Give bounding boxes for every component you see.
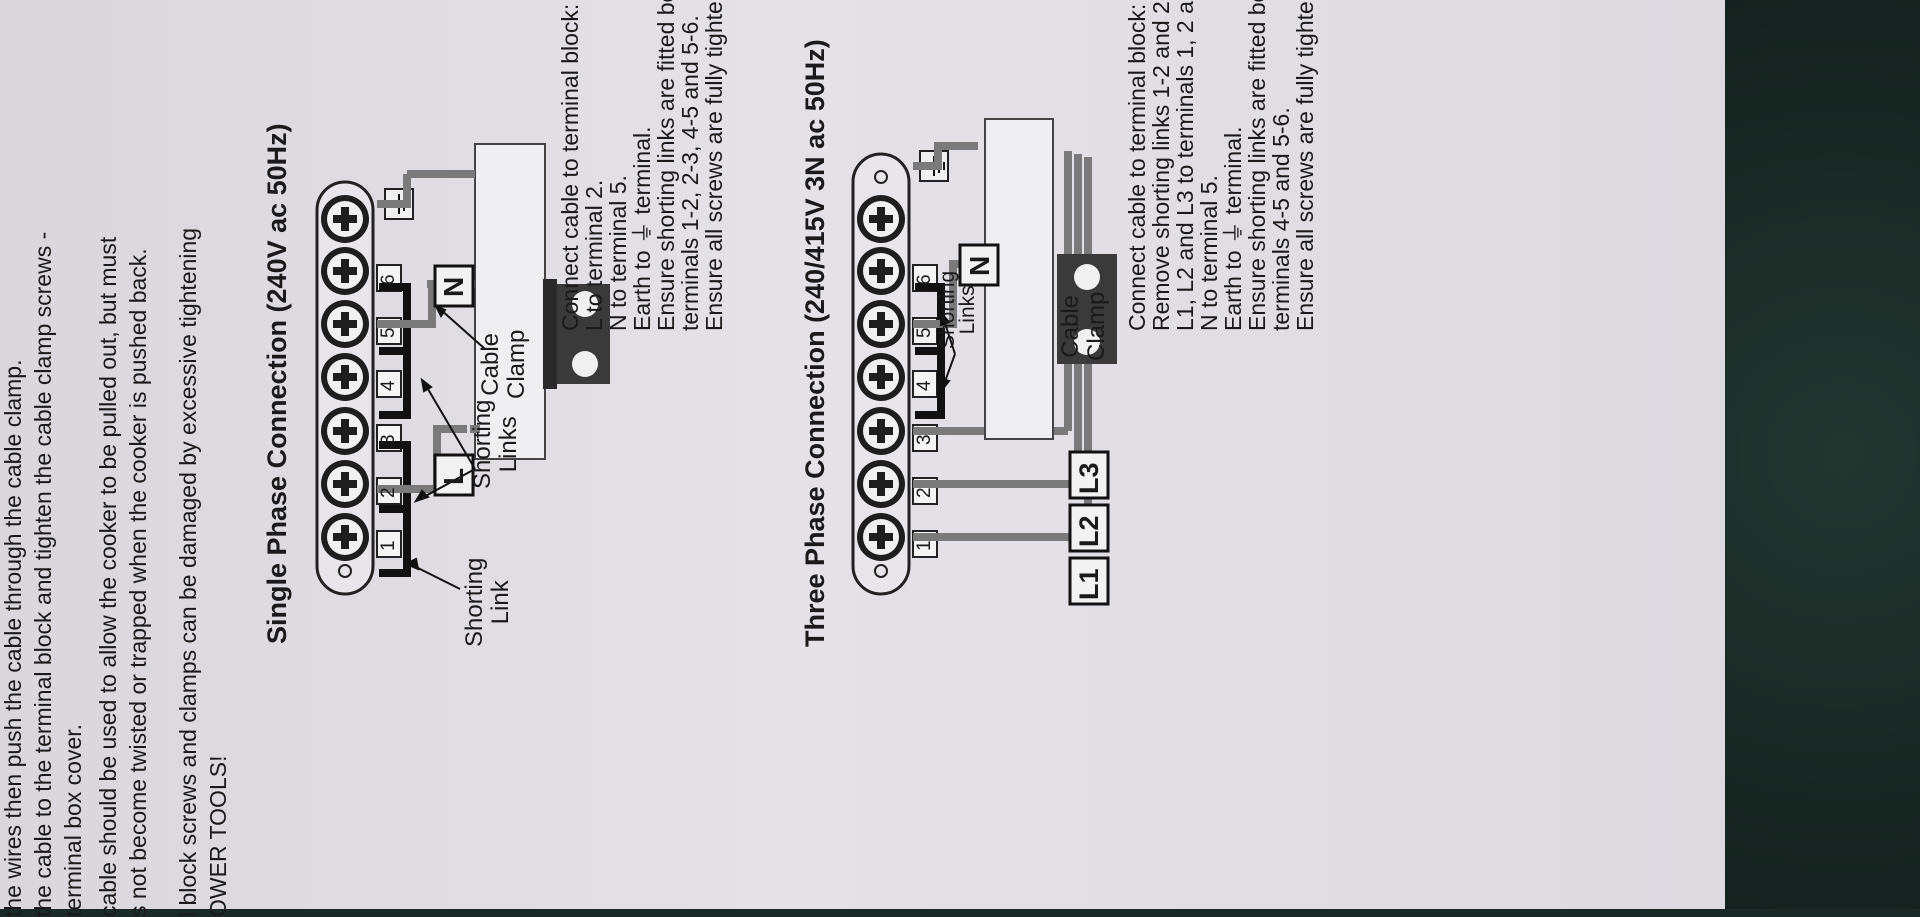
arrow-icon	[403, 303, 486, 590]
terminal-number: 2	[914, 487, 935, 498]
terminal-number: 6	[378, 274, 399, 285]
screw-terminal-icon	[857, 195, 905, 561]
terminal-number: 3	[914, 434, 935, 445]
intro-line-3: terminal box cover.	[60, 723, 86, 917]
terminal-number: 1	[378, 540, 399, 551]
cable-clamp-icon	[572, 291, 598, 377]
three-phase-diagram	[851, 118, 1117, 606]
tag-neutral: N	[438, 276, 469, 297]
background-surface	[1725, 0, 1920, 909]
terminal-number: 5	[914, 327, 935, 338]
terminal-number: 6	[914, 274, 935, 285]
terminal-number: 4	[378, 380, 399, 391]
arrow-icon	[940, 310, 956, 394]
single-phase-instructions: Connect cable to terminal block: L to te…	[557, 0, 727, 331]
intro-line-7: OWER TOOLS!	[205, 755, 231, 917]
intro-line-6: l block screws and clamps can be damaged…	[175, 227, 201, 917]
screw-terminal-icon	[321, 195, 369, 561]
cable-clamp-label: Cable Clamp	[1057, 291, 1110, 361]
terminal-number: 5	[378, 327, 399, 338]
tag-line: L	[438, 467, 469, 485]
three-phase-instructions: Connect cable to terminal block: Remove …	[1124, 0, 1318, 331]
shorting-links-label: Shorting Links	[936, 270, 979, 349]
manual-sheet: the wires then push the cable through th…	[0, 0, 1318, 917]
intro-line-4: cable should be used to allow the cooker…	[95, 236, 121, 917]
shorting-links-label: Shorting Links	[469, 399, 522, 489]
single-phase-diagram	[315, 143, 610, 596]
terminal-number: 4	[914, 380, 935, 391]
shorting-link-label: Shorting Link	[461, 557, 514, 647]
tag-l3: L3	[1074, 462, 1104, 494]
intro-line-1: the wires then push the cable through th…	[0, 359, 26, 917]
terminal-number: 2	[378, 487, 399, 498]
intro-line-5: s not become twisted or trapped when the…	[125, 248, 151, 917]
intro-line-2: the cable to the terminal block and tigh…	[30, 231, 56, 917]
terminal-number: 3	[378, 434, 399, 445]
tag-l2: L2	[1074, 515, 1104, 547]
cable-clamp-label: Cable Clamp	[477, 329, 530, 399]
tag-l1: L1	[1074, 568, 1104, 600]
terminal-number: 1	[914, 540, 935, 551]
cable-clamp-icon	[1074, 264, 1100, 355]
